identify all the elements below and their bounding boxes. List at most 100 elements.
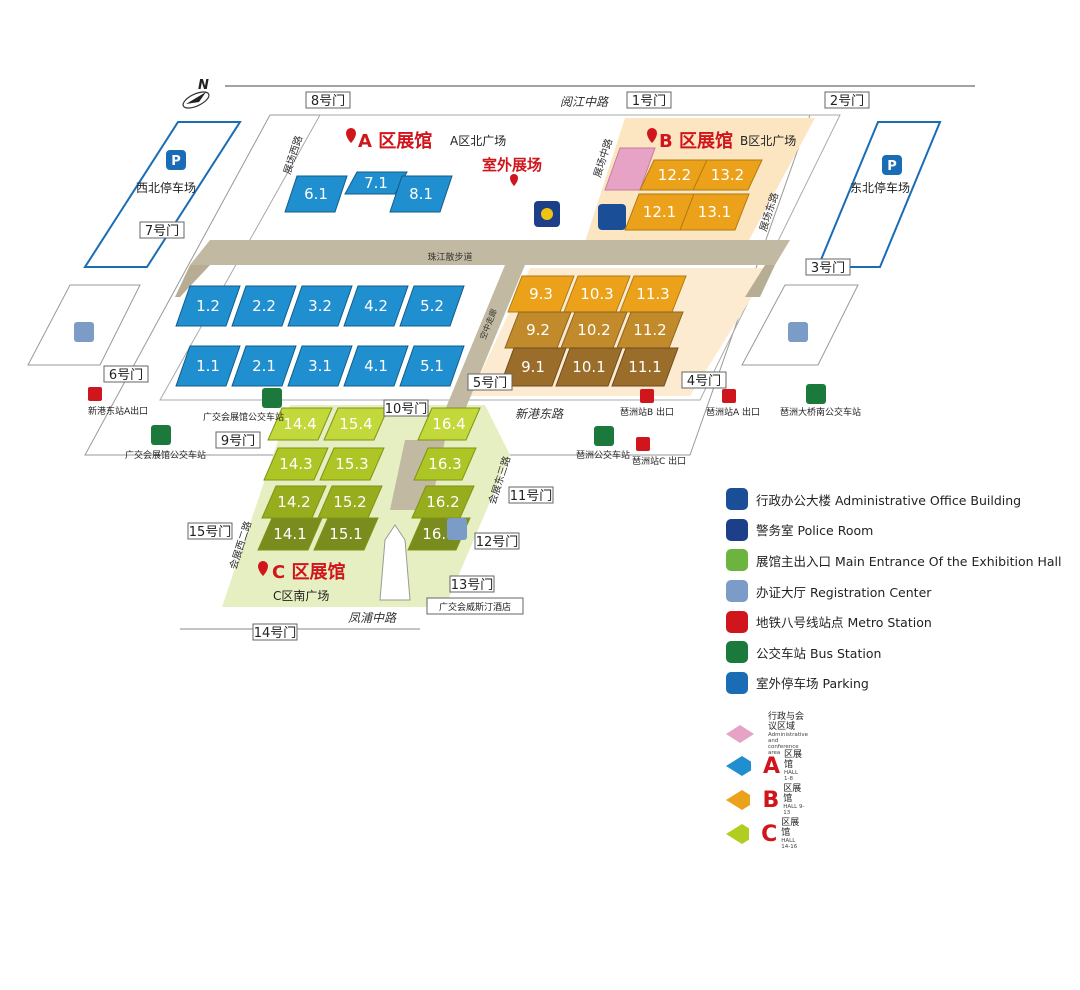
hall-tile[interactable]: 16.4 <box>417 407 481 441</box>
legend-text: 室外停车场 Parking <box>756 676 869 692</box>
gate-label: 6号门 <box>103 365 149 383</box>
bus-canton-1-label: 广交会展馆公交车站 <box>203 411 284 423</box>
parking-icon-letter: P <box>887 159 897 174</box>
hall-tile[interactable]: 1.2 <box>175 285 241 327</box>
gate-text: 5号门 <box>473 376 507 391</box>
hall-number: 14.1 <box>273 525 306 543</box>
hall-number: 15.2 <box>333 493 366 511</box>
hall-number: 11.1 <box>628 358 661 376</box>
hall-tile[interactable]: 2.1 <box>231 345 297 387</box>
parking-icon <box>882 155 902 175</box>
hall-tile[interactable]: 14.4 <box>267 407 333 441</box>
gate-label: 4号门 <box>681 371 727 389</box>
hall-tile[interactable]: 6.1 <box>284 175 348 213</box>
hall-shape <box>231 285 297 327</box>
legend-row: 地铁八号线站点 Metro Station <box>726 606 1076 637</box>
gate-text: 6号门 <box>109 368 143 383</box>
hall-tile[interactable]: 12.1 <box>624 193 695 231</box>
hall-tile[interactable]: 16.2 <box>411 485 475 519</box>
gate-text: 3号门 <box>811 261 845 276</box>
hall-tile[interactable]: 13.1 <box>679 193 750 231</box>
hall-tile[interactable]: 3.2 <box>287 285 353 327</box>
location-pin-icon <box>647 128 657 143</box>
legend-row: 办证大厅 Registration Center <box>726 576 1076 607</box>
zone-a-sub: HALL 1-8 <box>783 770 799 782</box>
hall-shape <box>175 285 241 327</box>
nw-parking-label: 西北停车场 <box>136 180 196 195</box>
c-plaza-label: C区南广场 <box>273 588 329 603</box>
hall-shape <box>175 345 241 387</box>
gate-label: 2号门 <box>824 91 870 109</box>
legend-text: 行政办公大楼 Administrative Office Building <box>756 492 1022 508</box>
hall-tile[interactable]: 10.3 <box>563 275 631 313</box>
hall-tile[interactable]: 14.3 <box>263 447 329 481</box>
hall-tile[interactable]: 9.3 <box>507 275 575 313</box>
hall-tile[interactable]: 1.1 <box>175 345 241 387</box>
hall-number: 10.2 <box>577 321 610 339</box>
legend-row: 展馆主出入口 Main Entrance Of the Exhibition H… <box>726 545 1076 576</box>
zone-b-title: B 区展馆 <box>647 128 733 152</box>
nw-parking-area <box>83 121 242 268</box>
hall-number: 9.2 <box>526 321 550 339</box>
hall-tile[interactable]: 4.1 <box>343 345 409 387</box>
hall-tile[interactable]: 14.2 <box>261 485 327 519</box>
hall-tile[interactable]: 13.2 <box>692 159 763 191</box>
parking-icon <box>166 150 186 170</box>
hall-tile[interactable]: 5.1 <box>399 345 465 387</box>
hall-tile[interactable]: 9.1 <box>499 347 567 387</box>
compass-icon: N <box>182 78 210 109</box>
hall-tile[interactable]: 10.1 <box>555 347 623 387</box>
gate-text: 9号门 <box>221 434 255 449</box>
gate-text: 8号门 <box>311 94 345 109</box>
legend-text: 警务室 Police Room <box>756 523 874 539</box>
hall-shape <box>499 347 567 387</box>
zone-c-title: C 区展馆 <box>258 561 345 583</box>
legend-row: 室外停车场 Parking <box>726 668 1076 699</box>
hall-number: 9.1 <box>521 358 545 376</box>
hall-shape <box>692 159 763 191</box>
hall-tile[interactable]: 16.3 <box>413 447 477 481</box>
bus-pazhou-label: 琶洲公交车站 <box>576 449 630 461</box>
hall-tile[interactable]: 15.4 <box>323 407 389 441</box>
hall-tile[interactable]: 11.1 <box>611 347 679 387</box>
hall-tile[interactable]: 7.1 <box>344 171 408 195</box>
hall-shape <box>413 447 477 481</box>
hall-tile[interactable]: 2.2 <box>231 285 297 327</box>
hall-tile[interactable]: 3.1 <box>287 345 353 387</box>
hall-tile[interactable]: 11.3 <box>619 275 687 313</box>
hall-tile[interactable]: 5.2 <box>399 285 465 327</box>
zone-b-label: B 区展馆 <box>659 130 733 152</box>
gate-label: 12号门 <box>474 532 520 550</box>
hall-tile[interactable]: 15.3 <box>319 447 385 481</box>
hall-tile[interactable]: 15.2 <box>317 485 383 519</box>
zone-b-sub: HALL 9-13 <box>783 804 805 816</box>
hall-tile[interactable]: 14.1 <box>257 517 323 551</box>
walkway-stairs-e <box>745 265 775 297</box>
hall-shape <box>344 171 408 195</box>
walkway <box>190 240 790 265</box>
hall-number: 15.1 <box>329 525 362 543</box>
hall-tile[interactable]: 10.2 <box>560 311 628 349</box>
hall-number: 8.1 <box>409 185 433 203</box>
hall-number: 15.4 <box>339 415 372 433</box>
gate-label: 8号门 <box>305 91 351 109</box>
hall-shape <box>555 347 623 387</box>
gate-text: 10号门 <box>385 402 428 417</box>
hall-tile[interactable]: 15.1 <box>313 517 379 551</box>
hall-tile[interactable]: 9.2 <box>504 311 572 349</box>
hall-shape <box>417 407 481 441</box>
bus-pazhou: 琶洲公交车站 <box>576 426 630 461</box>
gate-label: 15号门 <box>187 522 233 540</box>
bus-icon <box>726 641 748 664</box>
hall-number: 14.2 <box>277 493 310 511</box>
zone-a-letter: A <box>762 753 780 779</box>
hall-tile[interactable]: 8.1 <box>389 175 453 213</box>
hall-number: 7.1 <box>364 174 388 192</box>
entrance-icon <box>726 549 748 572</box>
hall-tile[interactable]: 4.2 <box>343 285 409 327</box>
hall-number: 9.3 <box>529 285 553 303</box>
